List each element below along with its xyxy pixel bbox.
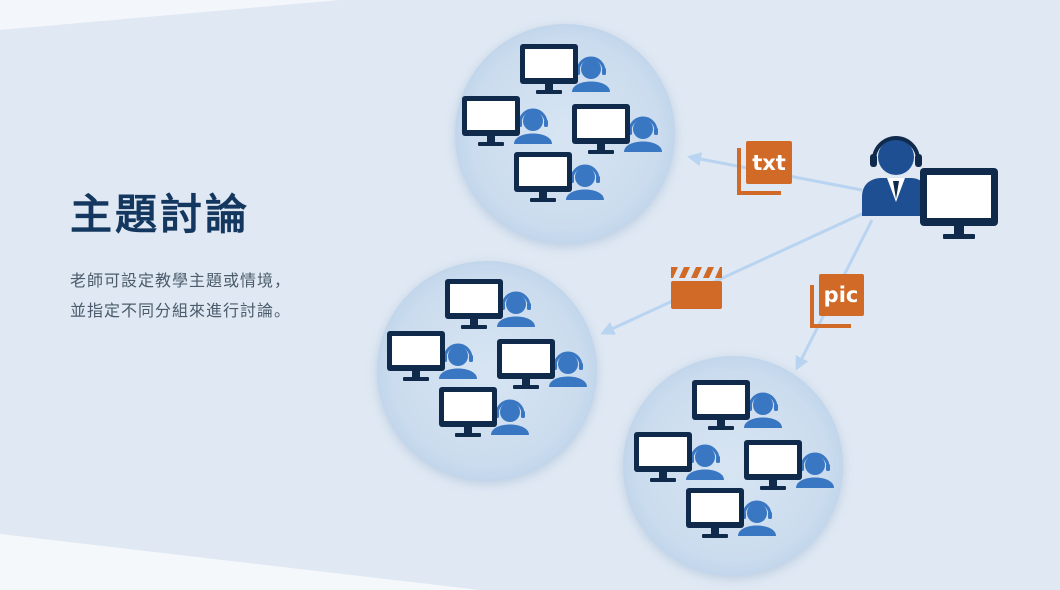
student-group-left — [377, 261, 597, 481]
teacher-with-headset-icon — [862, 136, 928, 216]
clapperboard-icon — [671, 267, 722, 309]
student-group-bottom — [623, 356, 843, 576]
pic-file-icon: pic — [810, 274, 864, 328]
txt-file-label: txt — [752, 151, 786, 175]
description-line-1: 老師可設定教學主題或情境， — [70, 271, 292, 290]
page-title: 主題討論 — [70, 190, 251, 239]
page-description: 老師可設定教學主題或情境， 並指定不同分組來進行討論。 — [70, 266, 291, 326]
teacher-monitor-icon — [920, 168, 998, 239]
arrow-to-group-left — [600, 210, 867, 335]
student-group-top — [455, 24, 675, 244]
txt-file-icon: txt — [737, 141, 792, 195]
pic-file-label: pic — [824, 283, 859, 307]
description-line-2: 並指定不同分組來進行討論。 — [70, 301, 292, 320]
